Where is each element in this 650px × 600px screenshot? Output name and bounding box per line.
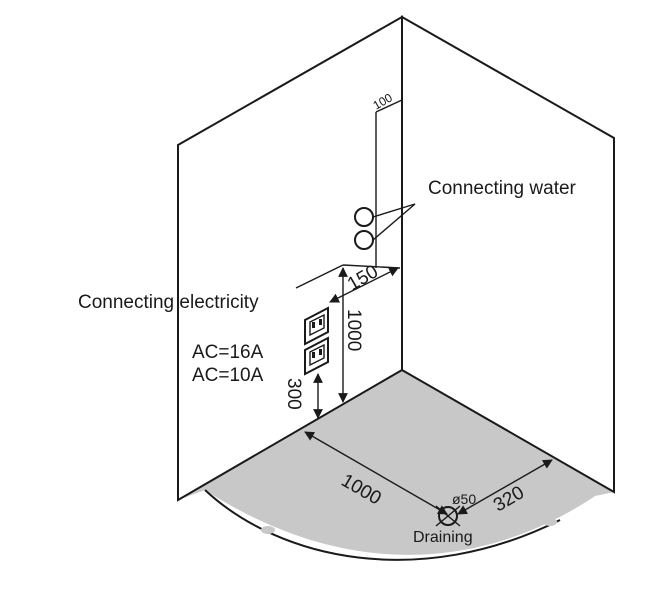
dim-300: 300 (283, 378, 304, 410)
dim-drain-diameter: ø50 (452, 491, 476, 507)
label-connecting-electricity: Connecting electricity (78, 292, 259, 313)
water-outlet-upper (354, 207, 374, 227)
tray-foot-right (543, 518, 557, 526)
label-draining: Draining (413, 529, 473, 546)
label-ac-10a: AC=10A (192, 365, 264, 386)
floor-base-edge (204, 489, 561, 561)
dim-floor-1000-arrow (304, 431, 448, 515)
dim-320-arrow (457, 459, 553, 515)
dim-pipe-top-100: 100 (371, 90, 396, 112)
drain-symbol (435, 505, 461, 527)
water-outlet-lower (354, 230, 374, 250)
socket-upper (304, 306, 329, 346)
right-wall (401, 15, 615, 494)
water-leader-1 (372, 203, 416, 218)
tray-foot-left (261, 526, 275, 534)
electricity-horizontal-ref (342, 264, 401, 269)
label-ac-16a: AC=16A (192, 342, 264, 363)
dim-1000-vertical: 1000 (343, 309, 364, 351)
water-pipe-top-ext (375, 99, 403, 113)
label-connecting-water: Connecting water (428, 178, 577, 199)
electricity-leader (295, 264, 344, 289)
water-leader-2 (372, 203, 416, 241)
socket-lower (304, 336, 329, 376)
